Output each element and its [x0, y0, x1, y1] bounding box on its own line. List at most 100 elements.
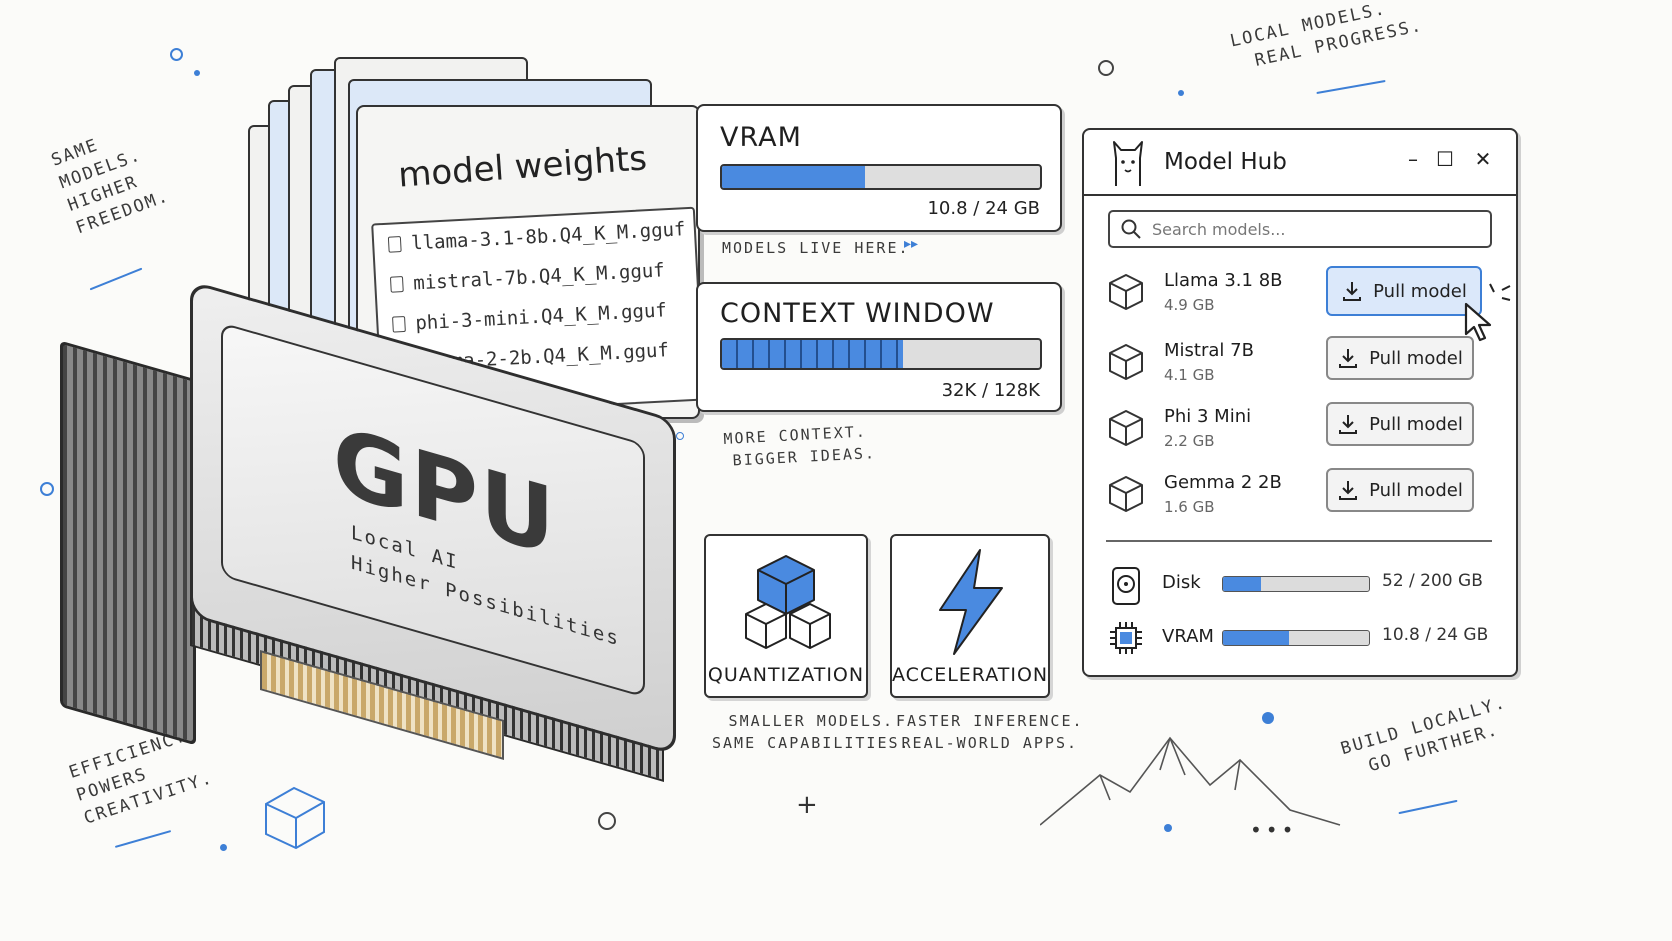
model-name: Gemma 2 2B: [1164, 472, 1282, 493]
model-name: Llama 3.1 8B: [1164, 270, 1283, 291]
search-input[interactable]: [1150, 216, 1474, 242]
context-value: 32K / 128K: [941, 380, 1040, 401]
model-name: Mistral 7B: [1164, 340, 1254, 361]
decor-dot: [194, 70, 200, 76]
lightning-icon: [939, 549, 1003, 655]
hub-title: Model Hub: [1164, 149, 1287, 175]
disk-stat: Disk 52 / 200 GB: [1106, 566, 1506, 605]
pull-model-label: Pull model: [1369, 347, 1463, 369]
context-panel-title: CONTEXT WINDOW: [720, 298, 995, 329]
pull-model-button[interactable]: Pull model: [1326, 336, 1474, 380]
folder-title: model weights: [396, 138, 649, 196]
click-spark-icon: [1489, 283, 1511, 301]
ellipsis-icon: •••: [1250, 818, 1298, 842]
file-name: phi-3-mini.Q4_K_M.gguf: [414, 299, 668, 335]
cube-icon: [1109, 274, 1143, 310]
decor-dot: [598, 812, 616, 830]
disk-bar-fill: [1223, 577, 1261, 591]
file-icon: [389, 276, 404, 293]
context-bar: [720, 338, 1042, 370]
note-more-context: MORE CONTEXT. BIGGER IDEAS.: [723, 422, 877, 470]
model-row: Llama 3.1 8B 4.9 GB Pull model: [1106, 266, 1511, 342]
gpu-plate: GPU Local AI Higher Possibilities: [221, 322, 645, 698]
download-icon: [1339, 415, 1358, 434]
cube-icon: [1109, 476, 1143, 512]
quantization-label: QUANTIZATION: [707, 664, 865, 686]
vram-panel-title: VRAM: [720, 122, 802, 153]
model-size: 1.6 GB: [1164, 498, 1215, 516]
pull-model-button[interactable]: Pull model: [1326, 266, 1482, 316]
vram-stat: VRAM 10.8 / 24 GB: [1106, 620, 1506, 656]
note-models-live-here: MODELS LIVE HERE.: [722, 239, 910, 257]
file-icon: [392, 315, 406, 333]
note-build-locally: BUILD LOCALLY. GO FURTHER.: [1338, 692, 1509, 777]
vram-panel: VRAM 10.8 / 24 GB: [696, 104, 1062, 232]
model-row: Gemma 2 2B 1.6 GB Pull model: [1106, 468, 1496, 528]
search-icon: [1121, 219, 1141, 239]
acceleration-card: ACCELERATION: [890, 534, 1050, 698]
vram-label: VRAM: [1162, 626, 1214, 647]
model-hub-window: Model Hub – ☐ ✕ Llama 3.1 8B 4.9 GB Pull…: [1082, 128, 1518, 677]
disk-label: Disk: [1162, 572, 1201, 593]
wireframe-cube-icon: [265, 786, 325, 850]
model-size: 2.2 GB: [1164, 432, 1215, 450]
maximize-button[interactable]: ☐: [1436, 147, 1454, 171]
note-faster-inference: FASTER INFERENCE. REAL-WORLD APPS.: [896, 712, 1084, 752]
context-bar-fill: [722, 340, 904, 368]
hub-divider: [1106, 540, 1492, 542]
cube-icon: [1109, 344, 1143, 380]
acceleration-label: ACCELERATION: [892, 664, 1049, 686]
pull-model-label: Pull model: [1373, 280, 1467, 302]
vram-stat-value: 10.8 / 24 GB: [1382, 625, 1489, 645]
close-button[interactable]: ✕: [1474, 147, 1492, 171]
pull-model-button[interactable]: Pull model: [1326, 468, 1474, 512]
mountain-icon: [1040, 736, 1341, 826]
cursor-icon: [1464, 302, 1492, 342]
minimize-button[interactable]: –: [1408, 147, 1418, 171]
pull-model-button[interactable]: Pull model: [1326, 402, 1474, 446]
vram-bar: [720, 164, 1042, 190]
decor-dot: [1262, 712, 1274, 724]
hub-titlebar: Model Hub – ☐ ✕: [1084, 130, 1516, 196]
note-underline: [1398, 799, 1458, 815]
model-size: 4.1 GB: [1164, 366, 1215, 384]
decor-dot: [170, 48, 183, 61]
llama-icon: [1113, 141, 1143, 186]
vram-stat-bar: [1222, 630, 1370, 646]
disk-bar: [1222, 576, 1370, 592]
file-icon: [387, 236, 402, 253]
file-name: mistral-7b.Q4_K_M.gguf: [412, 259, 666, 295]
note-underline: [1316, 79, 1386, 95]
model-size: 4.9 GB: [1164, 296, 1215, 314]
decor-dot: [676, 432, 684, 440]
search-box: [1108, 210, 1492, 248]
pull-model-label: Pull model: [1369, 479, 1463, 501]
model-row: Mistral 7B 4.1 GB Pull model: [1106, 336, 1496, 396]
note-smaller-models: SMALLER MODELS. SAME CAPABILITIES.: [712, 712, 911, 752]
note-local-models: LOCAL MODELS. REAL PROGRESS.: [1228, 0, 1425, 71]
disk-icon: [1112, 567, 1140, 605]
gpu-tagline-2: Higher Possibilities: [351, 551, 620, 651]
vram-stat-bar-fill: [1223, 631, 1289, 645]
gpu-card: GPU Local AI Higher Possibilities: [40, 280, 700, 800]
cubes-icon: [745, 555, 831, 649]
context-window-panel: CONTEXT WINDOW 32K / 128K: [696, 282, 1062, 412]
decor-dot: [1164, 824, 1172, 832]
pull-model-label: Pull model: [1369, 413, 1463, 435]
decor-dot: [1098, 60, 1114, 76]
gpu-bracket: [60, 340, 196, 746]
decor-dot: [1178, 90, 1184, 96]
quantization-card: QUANTIZATION: [704, 534, 868, 698]
arrow-icon: ▸▸: [904, 236, 919, 252]
cube-icon: [1109, 410, 1143, 446]
decor-dot: [40, 482, 54, 496]
note-underline: [114, 830, 172, 848]
model-name: Phi 3 Mini: [1164, 406, 1252, 427]
note-underline: [89, 267, 143, 291]
decor-dot: [220, 844, 227, 851]
chip-icon: [1110, 622, 1142, 654]
download-icon: [1343, 282, 1362, 301]
file-name: llama-3.1-8b.Q4_K_M.gguf: [410, 218, 686, 255]
vram-bar-fill: [722, 166, 866, 188]
download-icon: [1339, 481, 1358, 500]
